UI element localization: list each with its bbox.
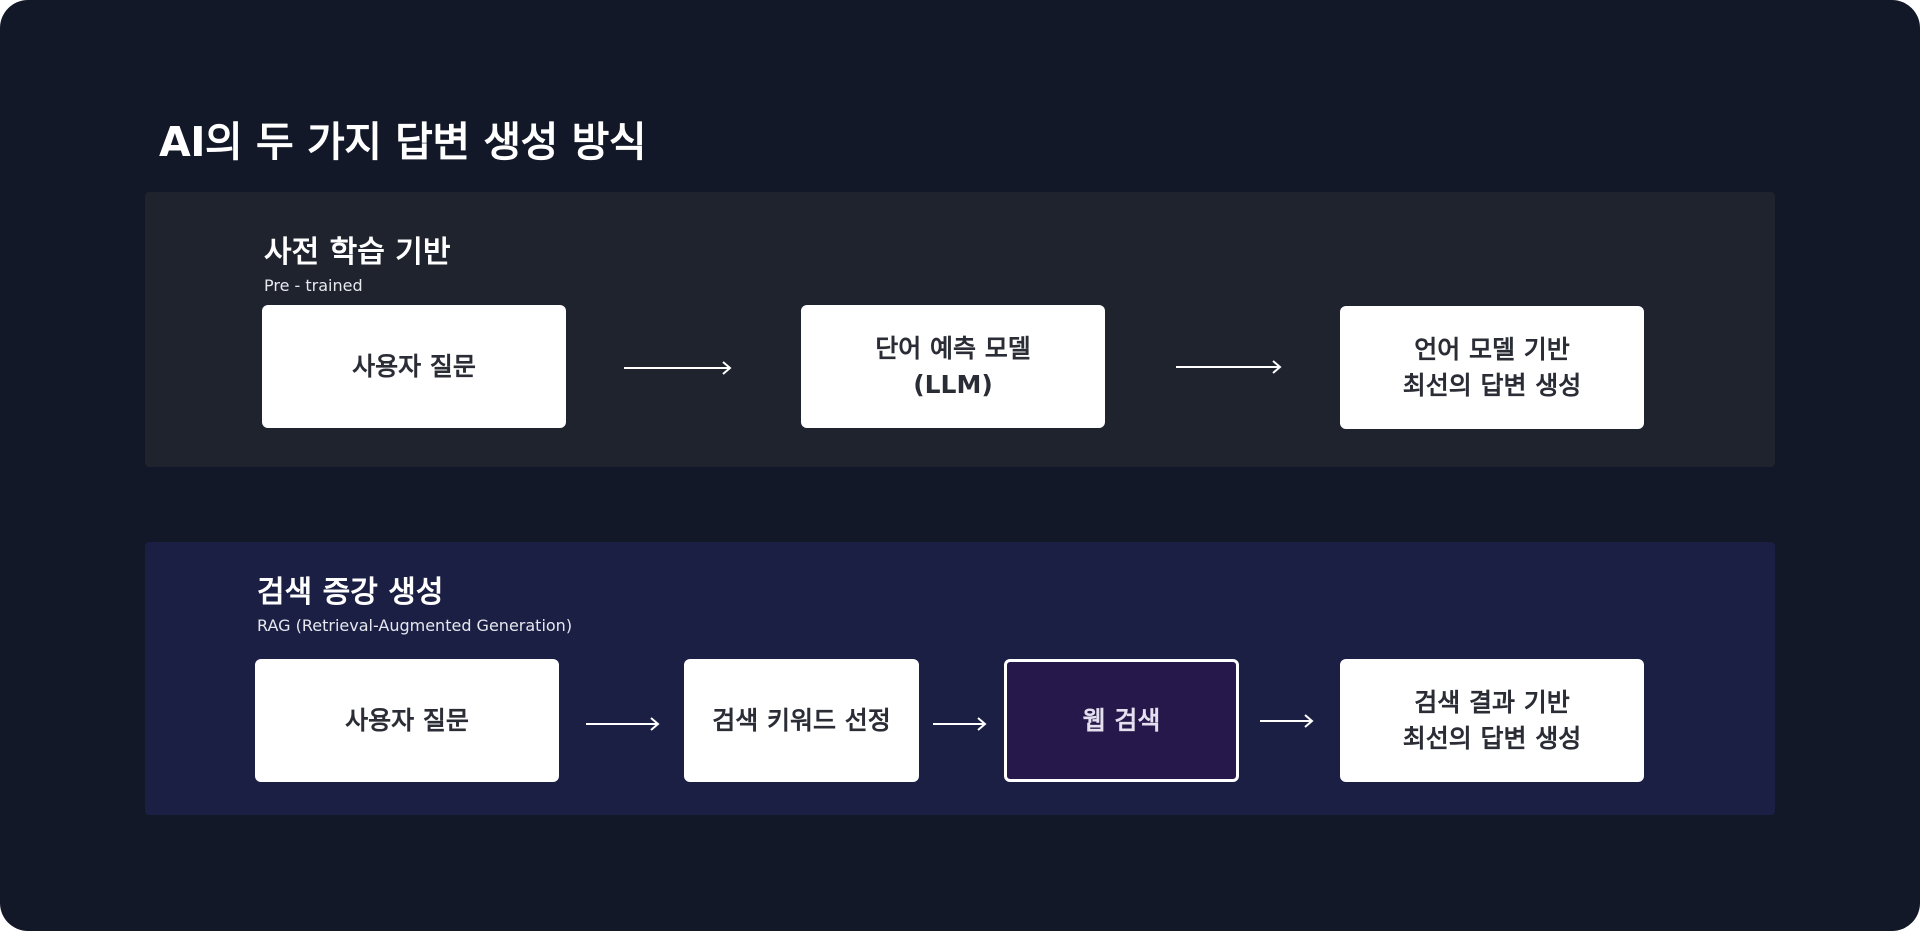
right-arrow-icon <box>624 361 732 375</box>
diagram-title: AI의 두 가지 답변 생성 방식 <box>159 118 647 166</box>
rag-step-keyword-selection: 검색 키워드 선정 <box>684 659 919 782</box>
pretrained-step-word-prediction-model: 단어 예측 모델 (LLM) <box>801 305 1105 428</box>
rag-step-user-question: 사용자 질문 <box>255 659 559 782</box>
right-arrow-icon <box>1176 360 1282 374</box>
rag-step-web-search: 웹 검색 <box>1004 659 1239 782</box>
right-arrow-icon <box>586 717 660 731</box>
rag-title: 검색 증강 생성 <box>257 575 444 610</box>
rag-subtitle: RAG (Retrieval-Augmented Generation) <box>257 616 573 635</box>
right-arrow-icon <box>933 717 987 731</box>
pretrained-step-best-answer: 언어 모델 기반 최선의 답변 생성 <box>1340 306 1644 429</box>
pretrained-subtitle: Pre - trained <box>264 276 363 295</box>
pretrained-step-user-question: 사용자 질문 <box>262 305 566 428</box>
pretrained-title: 사전 학습 기반 <box>264 235 451 270</box>
right-arrow-icon <box>1260 714 1314 728</box>
rag-step-best-answer: 검색 결과 기반 최선의 답변 생성 <box>1340 659 1644 782</box>
